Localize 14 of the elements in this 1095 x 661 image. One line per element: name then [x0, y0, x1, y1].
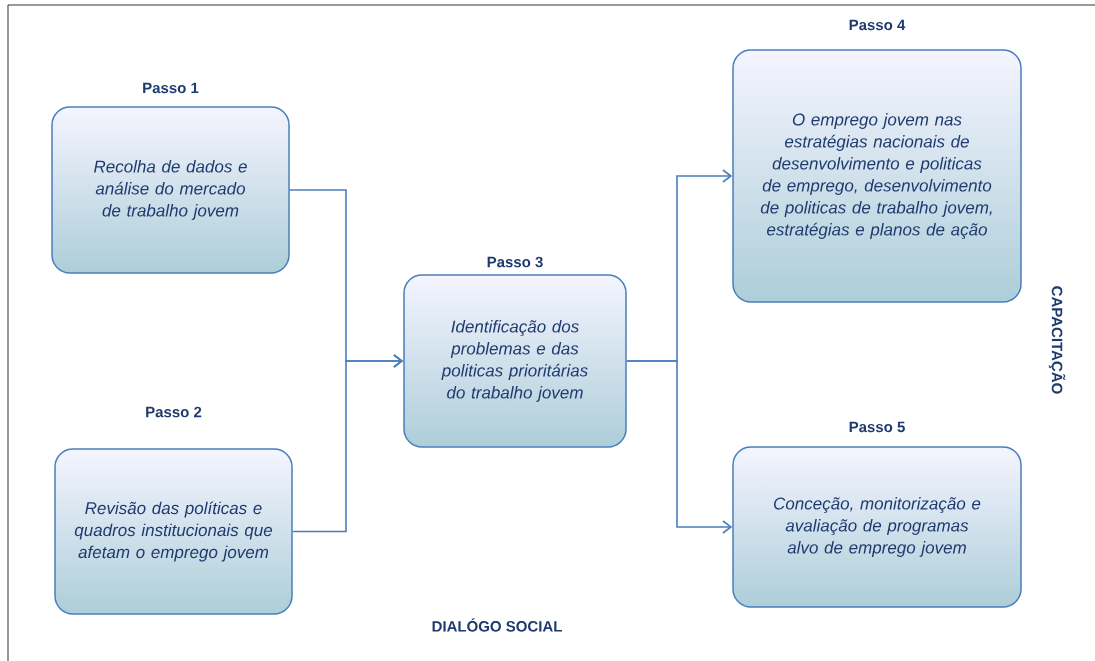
connector-arrow: [625, 360, 733, 534]
process-box: Recolha de dados e análise do mercado de trabalho jovem: [51, 106, 290, 274]
step-heading: Passo 3: [487, 256, 543, 268]
step-heading: Passo 1: [143, 82, 199, 94]
process-box: Revisão das políticas e quadros institucionais que afetam o emprego jovem: [54, 448, 293, 615]
step-heading: Passo 4: [849, 19, 906, 31]
connector-arrow: [291, 354, 404, 533]
process-box: O emprego jovem nas estratégias nacionais de desenvolvimento e politicas de emprego, desenvolvimento de politicas de trabalho jovem, estratégias e planos de ação: [732, 49, 1022, 303]
section-label: DIALÓGO SOCIAL: [432, 618, 562, 632]
step-heading: Passo 2: [146, 406, 202, 418]
process-box: Conceção, monitorização e avaliação de programas alvo de emprego jovem: [732, 446, 1022, 608]
step-heading: Passo 5: [849, 421, 905, 433]
process-box: Identificação dos problemas e das politicas prioritárias do trabalho jovem: [403, 274, 627, 448]
section-label: CAPACITAÇÃO: [1048, 286, 1066, 394]
